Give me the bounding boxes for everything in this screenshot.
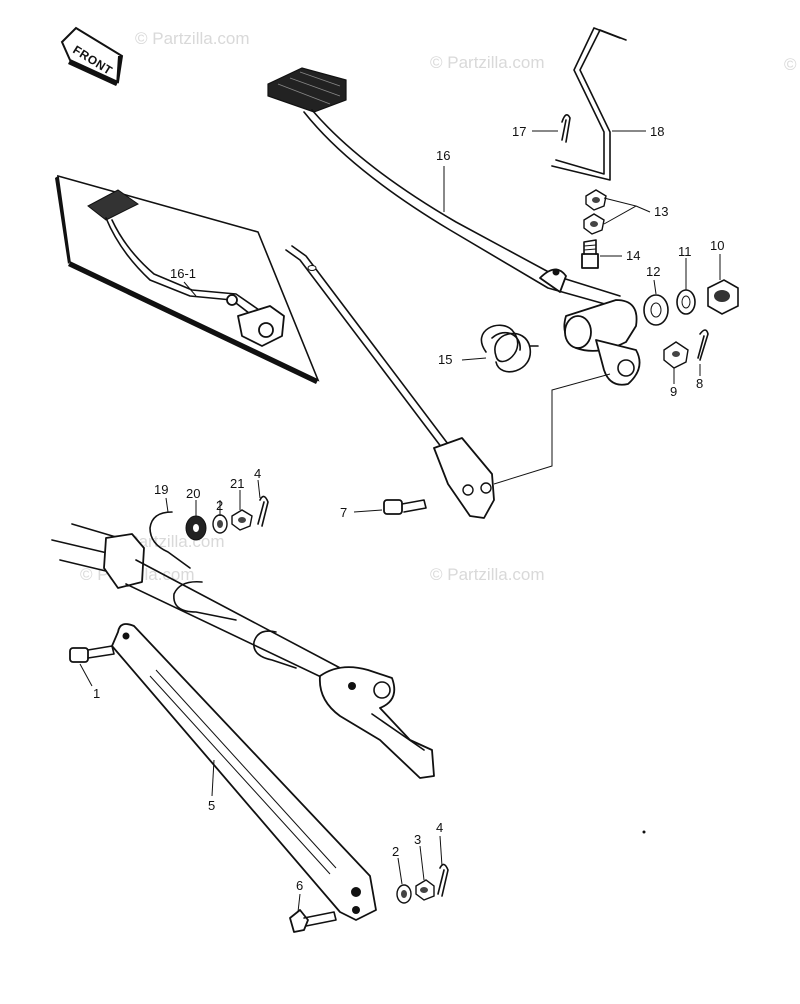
callout-15: 15 [438,352,452,367]
bolt-7 [383,499,427,515]
nut-9 [663,341,689,369]
washer-12 [643,294,669,326]
watermark: © Partzilla.com [430,53,545,72]
callout-14: 14 [626,248,640,263]
bolt-6 [289,909,337,933]
watermark: © [784,55,797,74]
callout-18: 18 [650,124,664,139]
watermark: © Partzilla.com [430,565,545,584]
callout-1: 1 [93,686,100,701]
callout-6: 6 [296,878,303,893]
bolt-1 [69,645,115,663]
callout-21: 21 [230,476,244,491]
cotter-pin-8 [697,329,709,361]
cotter-pin-4-upper [257,495,269,527]
callout-11: 11 [678,244,692,259]
callout-19: 19 [154,482,168,497]
callout-17: 17 [512,124,526,139]
callout-9: 9 [670,384,677,399]
nut-13 [583,189,607,235]
callout-13: 13 [654,204,668,219]
callout-labels: 1 2 2 3 4 4 5 6 7 8 9 10 11 12 13 14 15 … [93,124,724,893]
front-arrow-icon: FRONT [60,26,124,86]
watermark: © Partzilla.com [135,29,250,48]
nut-3 [415,879,435,901]
callout-2-lower: 2 [392,844,399,859]
torque-rod-5 [111,623,377,921]
inset-panel-16-1 [55,174,320,384]
callout-16-1: 16-1 [170,266,196,281]
brake-arm-assembly [51,523,435,779]
nut-10 [707,279,739,315]
callout-2-upper: 2 [216,498,223,513]
callout-4-upper: 4 [254,466,261,481]
callout-4-lower: 4 [436,820,443,835]
collar-20 [185,515,207,541]
washer-2 [212,514,228,534]
inset-brake-pedal [87,189,285,347]
callout-10: 10 [710,238,724,253]
brake-rod [285,245,495,519]
nut-21 [231,509,253,531]
rod-18 [551,27,627,181]
cotter-pin-17 [561,114,571,143]
callout-7: 7 [340,505,347,520]
callout-12: 12 [646,264,660,279]
callout-8: 8 [696,376,703,391]
bolt-14 [581,239,599,269]
circlip-19 [149,511,297,669]
washer-2-lower [396,884,412,904]
brake-pedal-16 [267,67,641,386]
callout-3: 3 [414,832,421,847]
callout-16: 16 [436,148,450,163]
callout-5: 5 [208,798,215,813]
washer-11 [676,289,696,315]
spring-15 [480,324,539,373]
cotter-pin-4-lower [437,863,449,897]
callout-20: 20 [186,486,200,501]
leader-lines [79,130,721,913]
